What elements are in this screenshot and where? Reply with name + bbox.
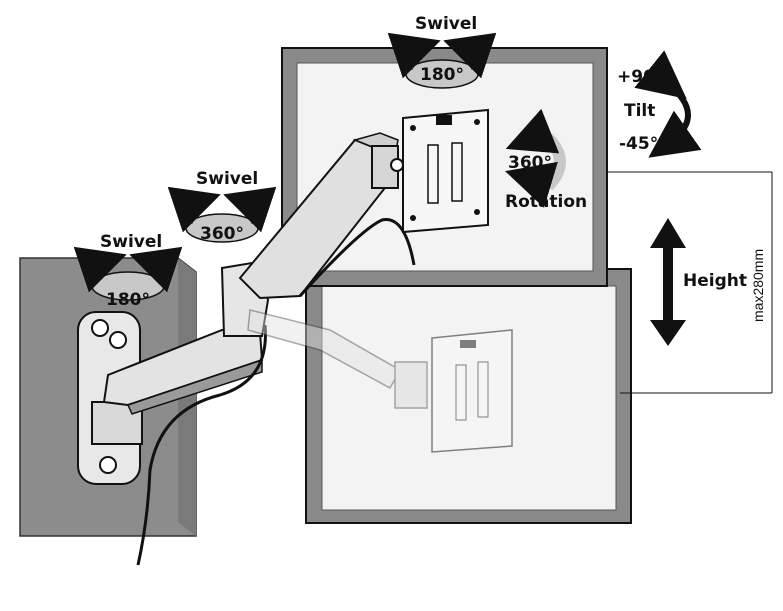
swivel-arrow-icon: [167, 186, 277, 243]
height-range-label: max280mm: [750, 248, 766, 322]
tilt-up-label: +90°: [617, 67, 664, 87]
lower-monitor: [247, 268, 632, 524]
tilt-arrow-icon: [634, 50, 702, 158]
swivel-top-degrees: 180°: [420, 65, 464, 85]
lower-arm: [102, 328, 264, 415]
rotation-degrees: 360°: [508, 153, 552, 173]
swivel-arm-label: Swivel: [196, 169, 259, 189]
rotation-label: Rotation: [505, 192, 588, 212]
swivel-arrow-icon: [387, 32, 497, 89]
upper-arm: [238, 132, 416, 300]
cable: [136, 324, 267, 566]
rotation-arrow-icon: [505, 108, 566, 208]
upper-vesa-plate: [402, 108, 489, 234]
height-reference-lines: [607, 171, 773, 394]
lower-vesa-plate: [431, 329, 513, 453]
swivel-wall-label: Swivel: [100, 232, 163, 252]
swivel-arm-degrees: 360°: [200, 224, 244, 244]
height-arrow-icon: [650, 218, 686, 346]
height-label: Height: [683, 271, 747, 291]
swivel-top-label: Swivel: [415, 14, 478, 34]
tilt-label: Tilt: [624, 101, 656, 121]
tilt-down-label: -45°: [619, 134, 659, 154]
swivel-arrow-icon: [73, 246, 183, 301]
swivel-wall-degrees: 180°: [106, 290, 150, 310]
